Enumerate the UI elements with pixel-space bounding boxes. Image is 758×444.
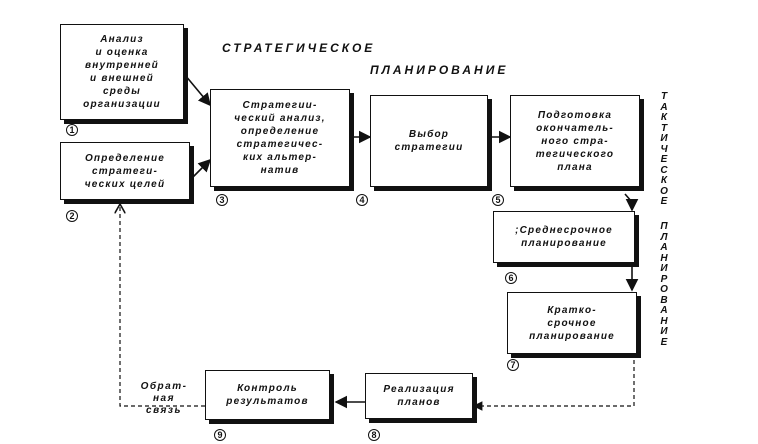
step-number-9: 9	[214, 429, 226, 441]
block-label: Определение стратеги- ческих целей	[84, 152, 166, 190]
step-number-8: 8	[368, 429, 380, 441]
heading-tactical-line1: Т А К Т И Ч Е С К О Е	[660, 91, 668, 207]
block-label: Реализация планов	[383, 384, 455, 408]
block-label: Кратко- срочное планирование	[529, 304, 615, 342]
block-label: Контроль результатов	[226, 383, 309, 407]
heading-tactical-line2: П Л А Н И Р О В А Н И Е	[660, 221, 668, 348]
feedback-arrow	[120, 204, 205, 407]
block-plan-implementation: Реализация планов	[365, 373, 473, 419]
block-short-term-planning: Кратко- срочное планирование	[507, 292, 637, 354]
block-label: Анализ и оценка внутренней и внешней сре…	[83, 34, 161, 110]
step-number-3: 3	[216, 194, 228, 206]
step-number-4: 4	[356, 194, 368, 206]
step-number-7: 7	[507, 359, 519, 371]
block-label: Выбор стратегии	[394, 129, 464, 153]
block-final-plan: Подготовка окончатель- ного стра- тегиче…	[510, 95, 640, 187]
block-label: Подготовка окончатель- ного стра- тегиче…	[535, 109, 615, 173]
arrow-1-3	[184, 74, 212, 107]
block-strategic-analysis: Стратегии- ческий анализ, определение ст…	[210, 89, 350, 187]
step-number-6: 6	[505, 272, 517, 284]
block-results-control: Контроль результатов	[205, 370, 330, 420]
step-number-1: 1	[66, 124, 78, 136]
arrow-2-3	[189, 158, 212, 181]
block-analysis-environment: Анализ и оценка внутренней и внешней сре…	[60, 24, 184, 120]
heading-strategic-line2: ПЛАНИРОВАНИЕ	[370, 63, 509, 77]
feedback-label: Обрат- ная связь	[140, 381, 188, 416]
arrow-7-8	[472, 360, 635, 411]
block-label: Стратегии- ческий анализ, определение ст…	[234, 100, 326, 176]
block-label: ;Среднесрочное планирование	[515, 225, 613, 249]
block-strategic-goals: Определение стратеги- ческих целей	[60, 142, 190, 200]
block-strategy-choice: Выбор стратегии	[370, 95, 488, 187]
block-medium-term-planning: ;Среднесрочное планирование	[493, 211, 635, 263]
heading-strategic-line1: СТРАТЕГИЧЕСКОЕ	[222, 41, 376, 55]
step-number-5: 5	[492, 194, 504, 206]
step-number-2: 2	[66, 210, 78, 222]
arrow-5-6	[624, 193, 639, 212]
